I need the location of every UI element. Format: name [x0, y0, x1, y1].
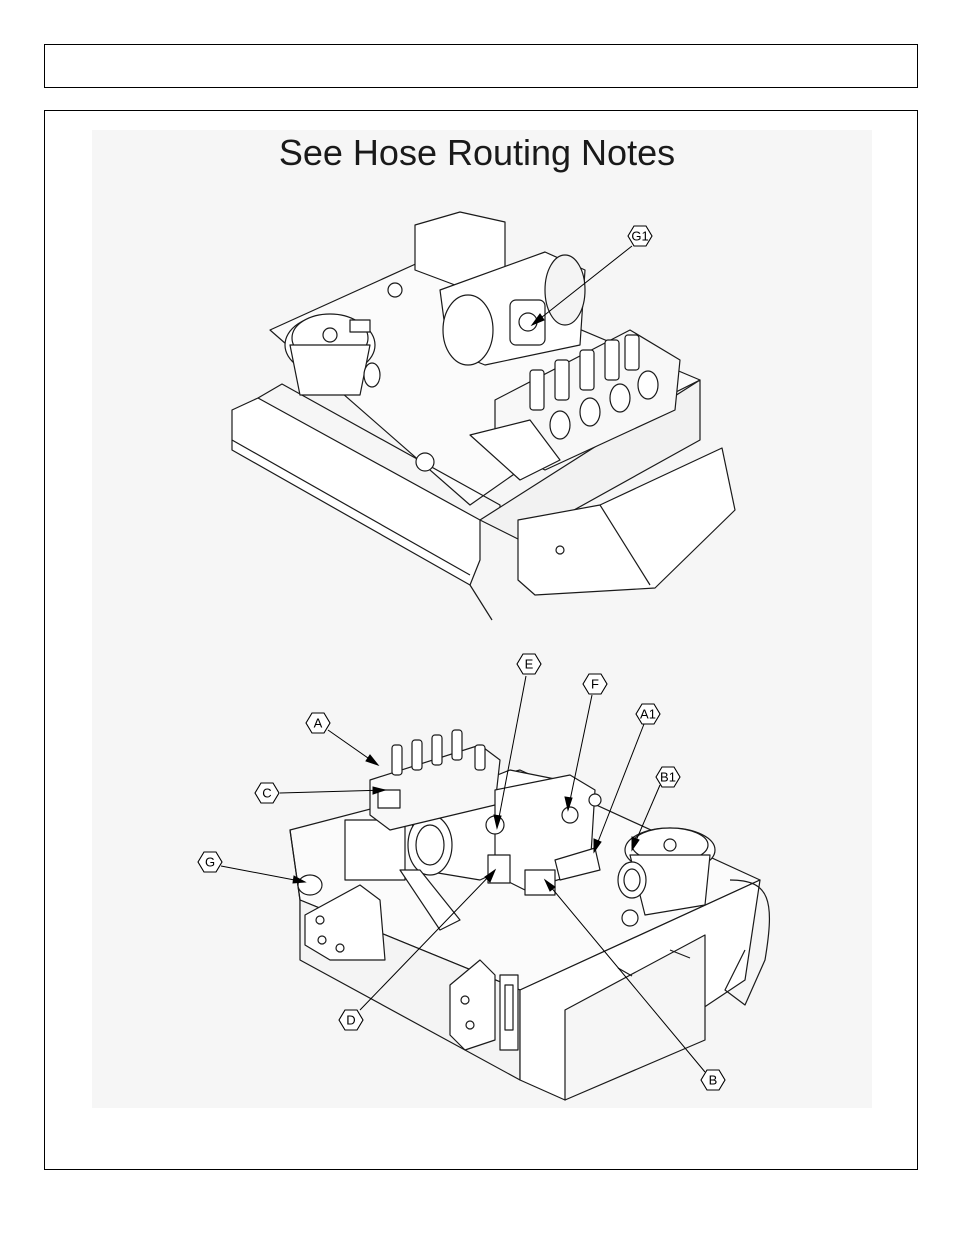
callout-d: D	[346, 1013, 355, 1028]
top-assembly-view	[232, 212, 735, 620]
callout-a: A	[314, 716, 323, 731]
callout-c: C	[262, 786, 271, 801]
callout-g: G	[205, 855, 215, 870]
filter-housing-top	[285, 314, 380, 395]
callout-b1: B1	[660, 770, 676, 785]
callout-e: E	[525, 657, 534, 672]
callout-a1: A1	[640, 707, 656, 722]
callout-g1: G1	[631, 229, 648, 244]
callout-f: F	[591, 677, 599, 692]
callout-b: B	[709, 1073, 718, 1088]
bottom-assembly-view	[290, 730, 769, 1100]
